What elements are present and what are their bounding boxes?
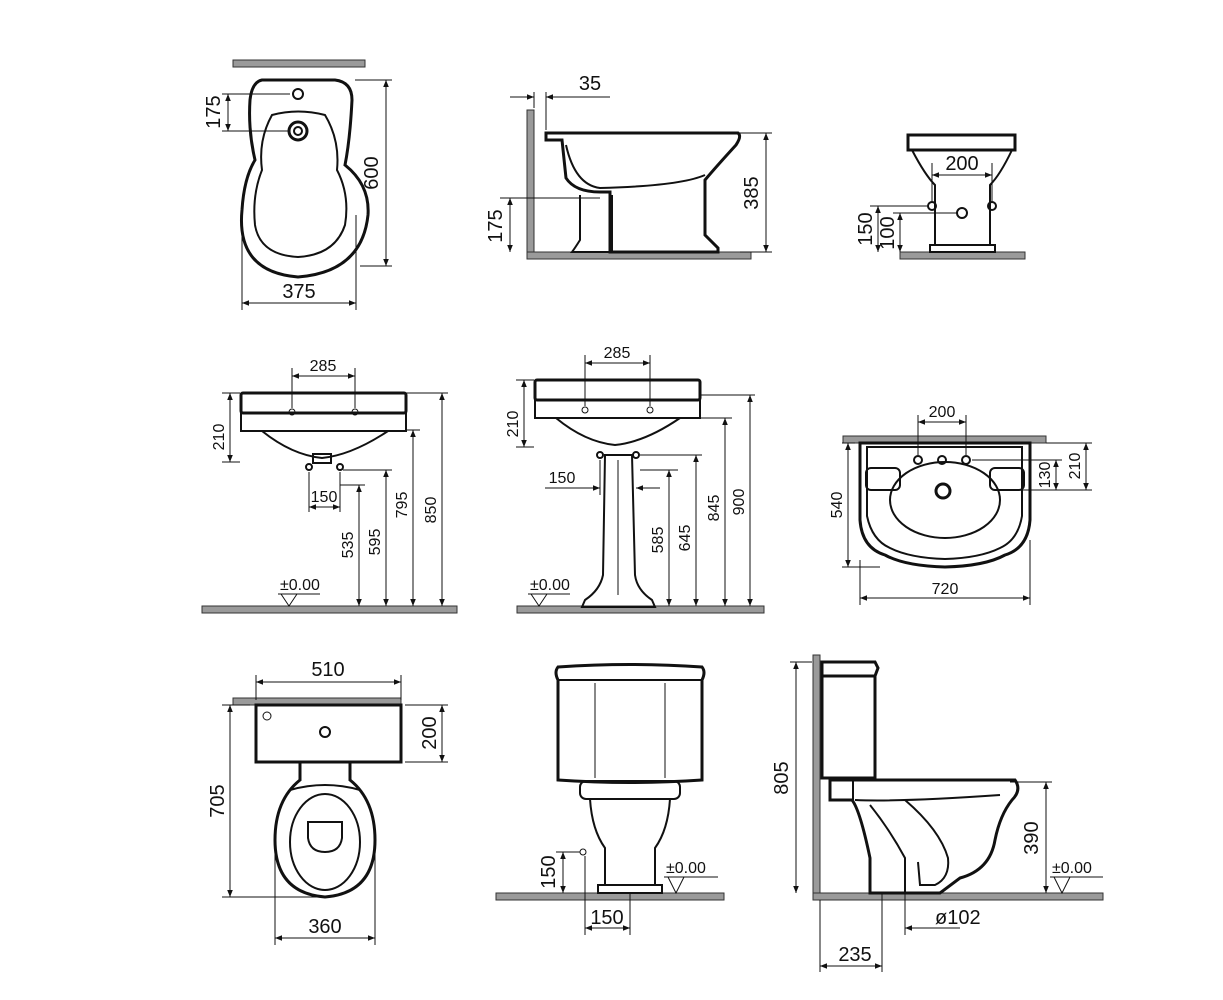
basin-pedestal-285: 285 xyxy=(604,345,631,362)
wc-front-150-height: 150 xyxy=(538,855,560,888)
basin-pedestal-900: 900 xyxy=(731,489,748,516)
wc-front-150-width: 150 xyxy=(590,907,623,929)
basin-pedestal-585: 585 xyxy=(650,527,667,554)
wc-top-705: 705 xyxy=(207,784,229,817)
bidet-top-175: 175 xyxy=(203,95,225,128)
basin-wall-595: 595 xyxy=(367,529,384,556)
basin-wall-795: 795 xyxy=(394,492,411,519)
basin-top-540: 540 xyxy=(829,492,846,519)
wc-top-view: 510 200 705 360 xyxy=(207,659,448,945)
basin-wall-150: 150 xyxy=(311,489,338,506)
basin-pedestal-150: 150 xyxy=(549,470,576,487)
wc-side-805: 805 xyxy=(771,761,793,794)
basin-wall-285: 285 xyxy=(310,358,337,375)
bidet-top-view: 175 600 375 xyxy=(203,59,392,310)
basin-top-210: 210 xyxy=(1067,453,1084,480)
wc-side-diameter: ø102 xyxy=(935,907,981,929)
basin-wall-level: ±0.00 xyxy=(280,577,320,594)
basin-wall-view: 285 210 150 535 595 795 850 ±0.00 xyxy=(201,358,458,614)
bidet-side-175: 175 xyxy=(485,209,507,242)
wc-side-view: 805 390 ±0.00 235 ø102 xyxy=(771,654,1104,972)
wc-side-390: 390 xyxy=(1021,821,1043,854)
wc-top-200: 200 xyxy=(419,716,441,749)
basin-top-view: 200 540 720 130 210 xyxy=(829,404,1092,605)
bidet-back-200: 200 xyxy=(945,153,978,175)
bidet-top-375: 375 xyxy=(282,281,315,303)
basin-wall-210: 210 xyxy=(211,424,228,451)
basin-wall-535: 535 xyxy=(340,532,357,559)
basin-top-200: 200 xyxy=(929,404,956,421)
bidet-back-150: 150 xyxy=(855,212,877,245)
bidet-side-view: 35 385 175 xyxy=(485,73,772,260)
basin-pedestal-845: 845 xyxy=(706,495,723,522)
bidet-back-view: 200 150 100 xyxy=(855,133,1026,260)
basin-pedestal-view: 285 210 150 585 645 845 900 ±0.00 xyxy=(505,345,765,614)
wc-side-level: ±0.00 xyxy=(1052,860,1092,877)
wc-front-level: ±0.00 xyxy=(666,860,706,877)
wc-top-510: 510 xyxy=(311,659,344,681)
basin-pedestal-645: 645 xyxy=(677,525,694,552)
wc-side-235: 235 xyxy=(838,944,871,966)
basin-pedestal-210: 210 xyxy=(505,411,522,438)
wc-front-view: 150 150 ±0.00 xyxy=(495,663,725,935)
wc-top-360: 360 xyxy=(308,916,341,938)
bidet-top-600: 600 xyxy=(361,156,383,189)
bidet-side-35: 35 xyxy=(579,73,601,95)
basin-wall-850: 850 xyxy=(423,497,440,524)
bidet-side-385: 385 xyxy=(741,176,763,209)
bidet-back-100: 100 xyxy=(877,216,899,249)
basin-top-720: 720 xyxy=(932,581,959,598)
basin-top-130: 130 xyxy=(1037,462,1054,489)
basin-pedestal-level: ±0.00 xyxy=(530,577,570,594)
